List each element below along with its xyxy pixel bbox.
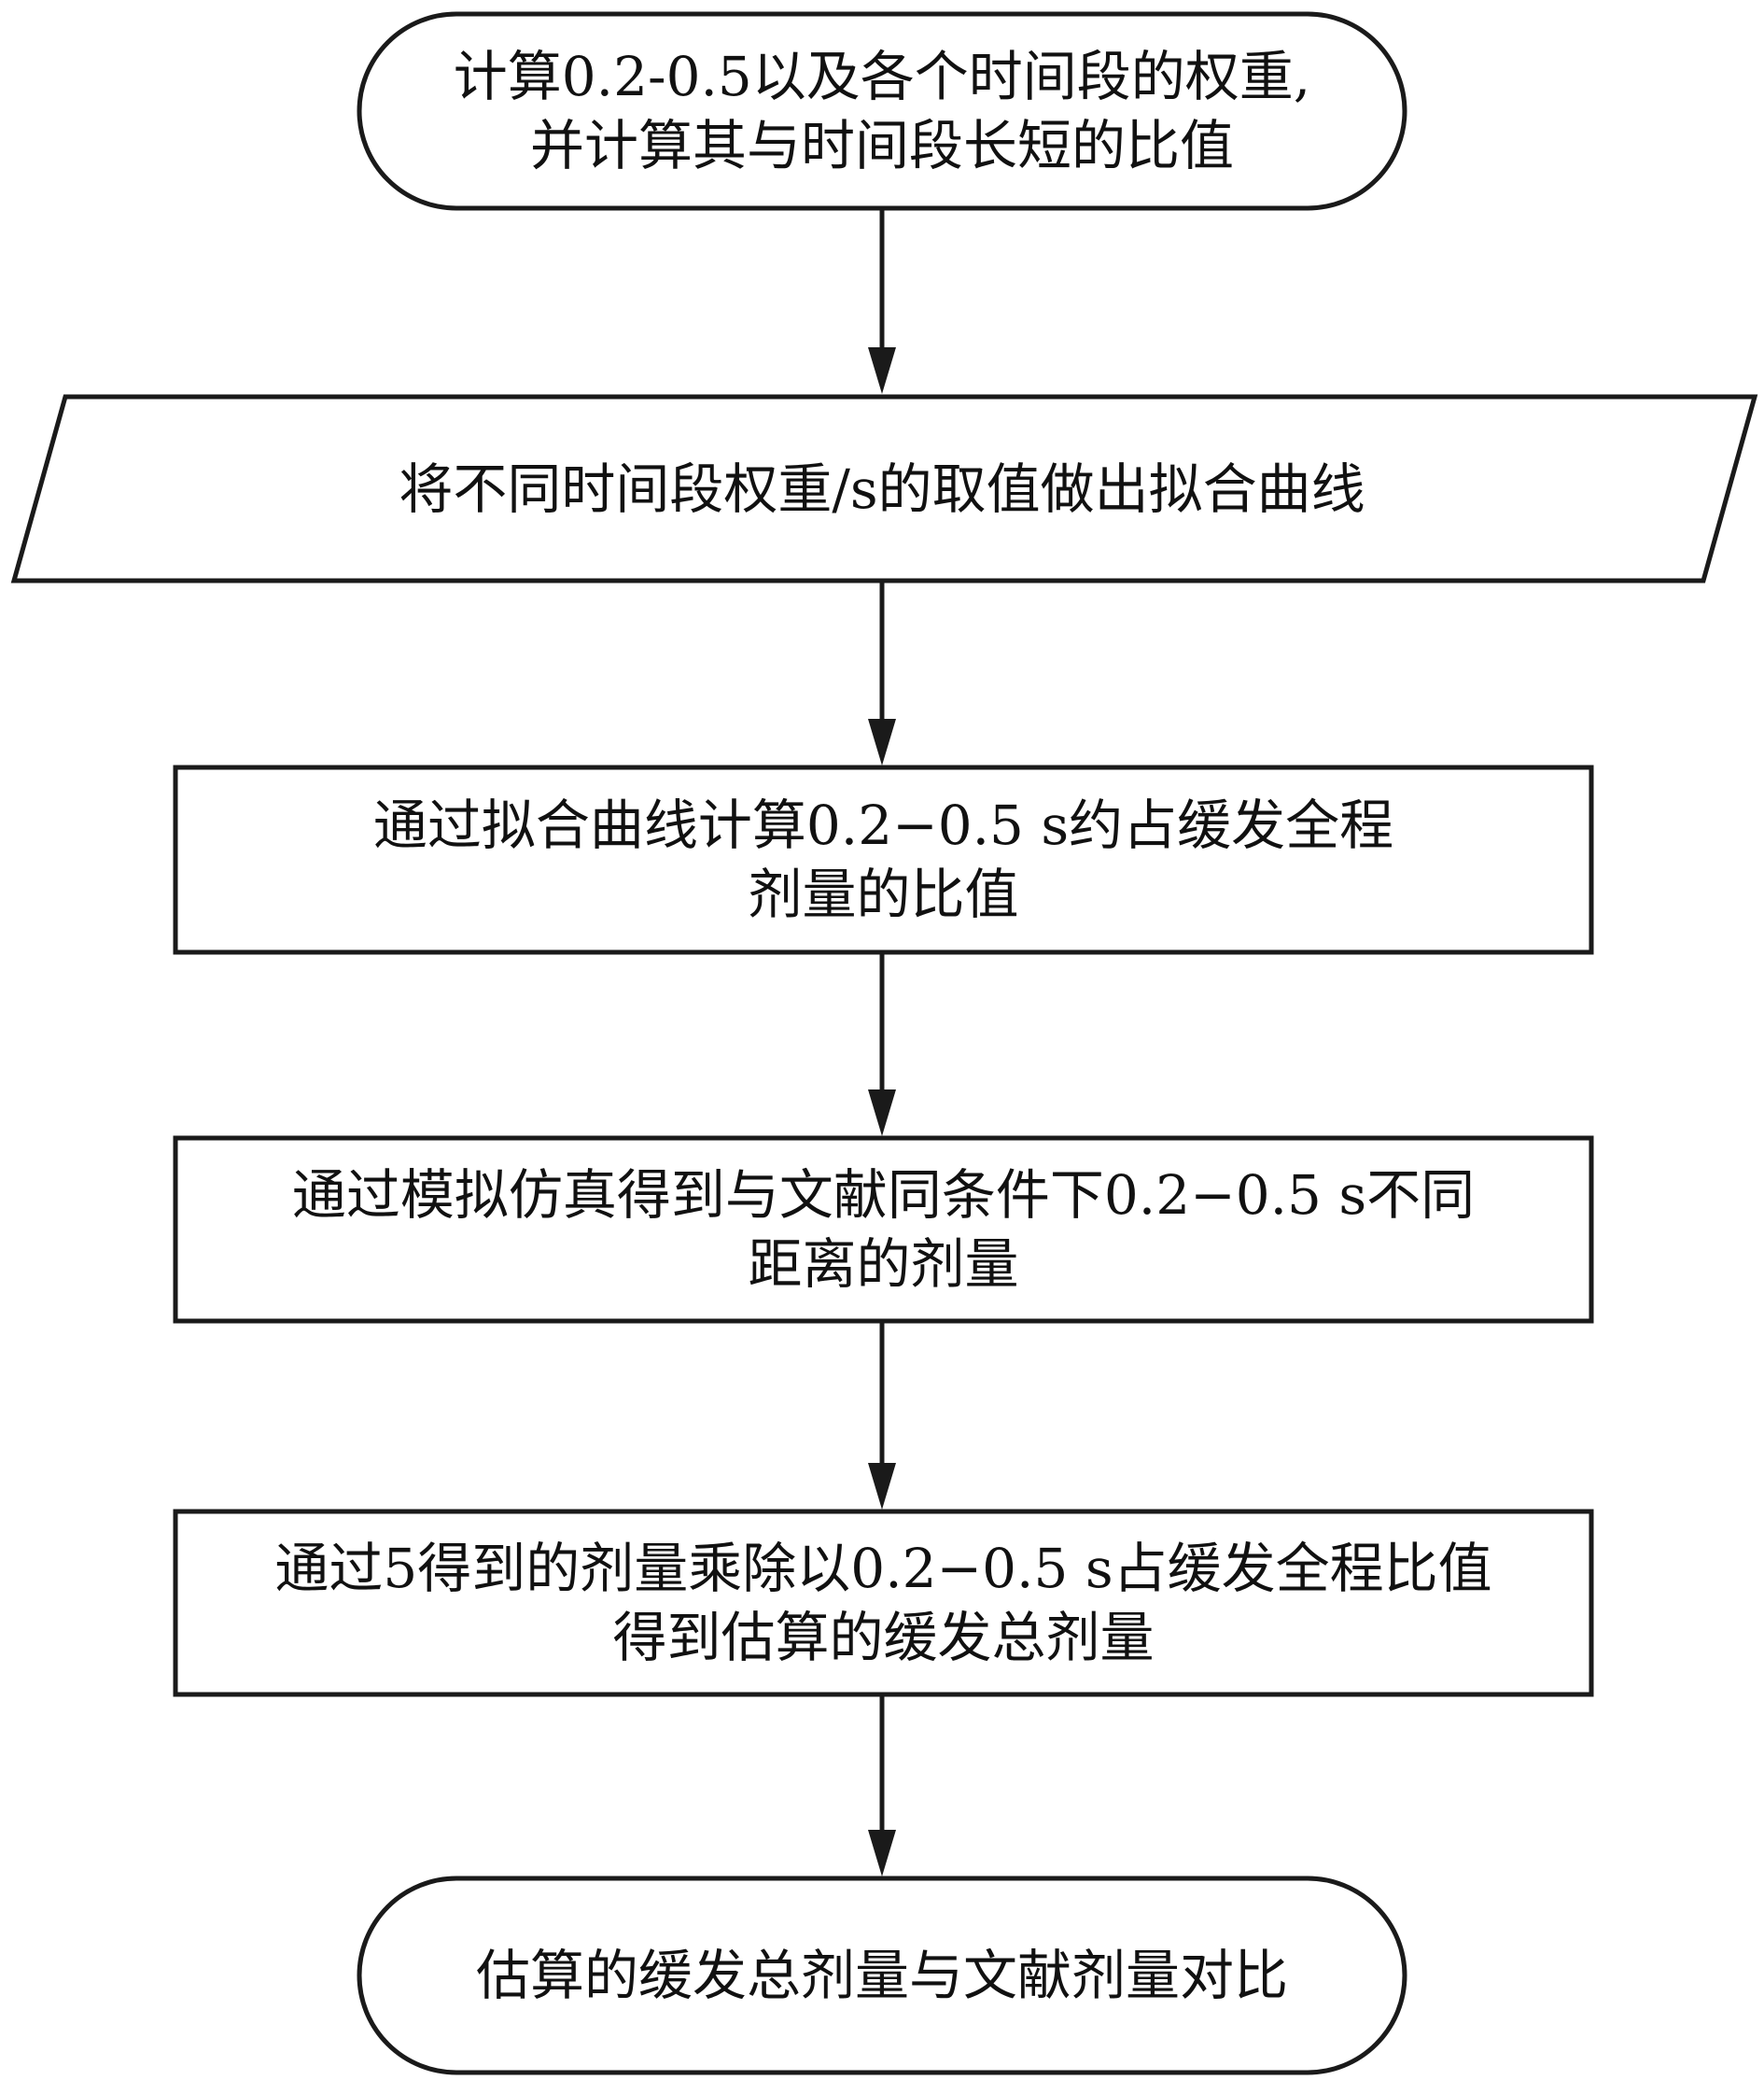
end-node-line1: 估算的缓发总剂量与文献剂量对比 (475, 1944, 1288, 2007)
arrowhead-1 (868, 347, 896, 394)
process2-rectangle-shape (173, 1135, 1594, 1324)
arrowhead-2 (868, 719, 896, 766)
process1-rectangle-shape (173, 765, 1594, 955)
process3-node-line2: 得到估算的缓发总剂量 (612, 1606, 1155, 1669)
start-node-label: 计算0.2-0.5以及各个时间段的权重, 并计算其与时间段长短的比值 (359, 14, 1405, 208)
process1-node-line1: 通过拟合曲线计算0.2−0.5 s约占缓发全程 (372, 794, 1394, 857)
end-terminator-shape (357, 1876, 1407, 2075)
process1-node-line2: 剂量的比值 (748, 863, 1019, 926)
process3-node-line1: 通过5得到的剂量乘除以0.2−0.5 s占缓发全程比值 (274, 1537, 1492, 1600)
process2-node-label: 通过模拟仿真得到与文献同条件下0.2−0.5 s不同 距离的剂量 (175, 1138, 1591, 1321)
process3-rectangle-shape (173, 1509, 1594, 1697)
process1-node-label: 通过拟合曲线计算0.2−0.5 s约占缓发全程 剂量的比值 (175, 767, 1591, 952)
input-parallelogram-shape (10, 394, 1758, 583)
process2-node-line1: 通过模拟仿真得到与文献同条件下0.2−0.5 s不同 (291, 1163, 1476, 1227)
start-node-line2: 并计算其与时间段长短的比值 (529, 114, 1234, 177)
start-node-line1: 计算0.2-0.5以及各个时间段的权重, (453, 45, 1311, 108)
input-node-line1: 将不同时间段权重/s的取值做出拟合曲线 (399, 457, 1365, 521)
process2-node-line2: 距离的剂量 (748, 1232, 1019, 1296)
input-node-label: 将不同时间段权重/s的取值做出拟合曲线 (37, 397, 1727, 581)
arrowhead-4 (868, 1463, 896, 1510)
process3-node-label: 通过5得到的剂量乘除以0.2−0.5 s占缓发全程比值 得到估算的缓发总剂量 (175, 1511, 1591, 1694)
arrowhead-3 (868, 1089, 896, 1136)
end-node-label: 估算的缓发总剂量与文献剂量对比 (359, 1878, 1405, 2073)
arrowhead-5 (868, 1830, 896, 1876)
